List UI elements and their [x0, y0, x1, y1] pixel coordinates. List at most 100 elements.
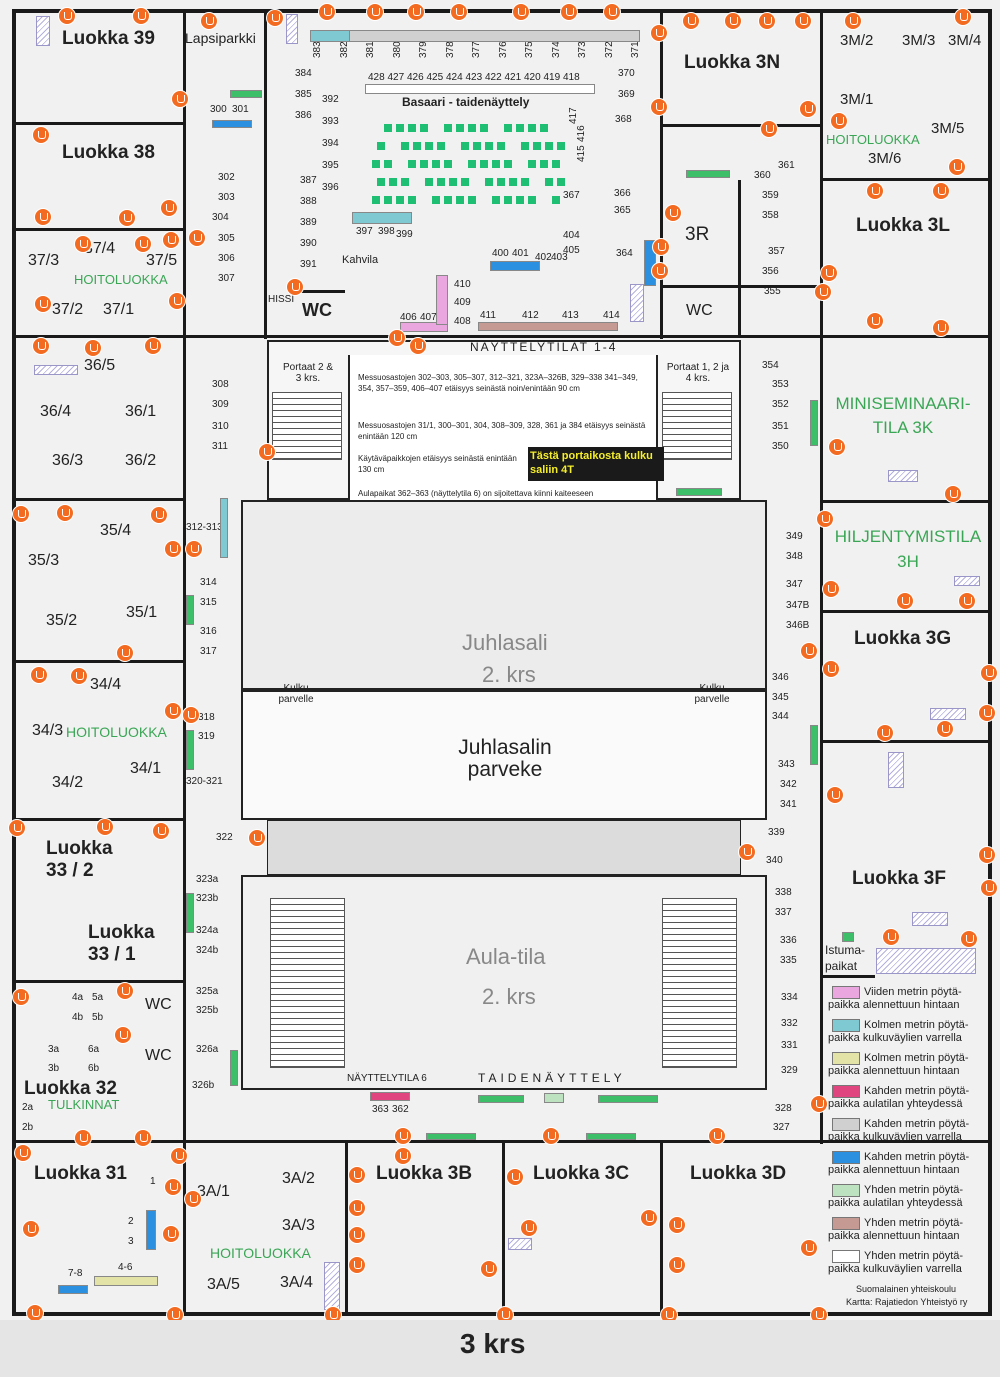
power-outlet-icon	[394, 1147, 412, 1165]
basaari-table	[432, 196, 440, 204]
power-outlet-icon	[932, 182, 950, 200]
stand-number: 347B	[786, 600, 810, 611]
stand-number: 3a	[48, 1044, 60, 1055]
legend-swatch	[832, 1019, 860, 1032]
room-tulkinnat: TULKINNAT	[48, 1097, 120, 1112]
stand-number: 342	[780, 779, 797, 790]
stand-number: 398	[378, 226, 395, 237]
stand-green-8	[676, 488, 722, 496]
power-outlet-icon	[170, 1147, 188, 1165]
power-outlet-icon	[800, 1239, 818, 1257]
power-outlet-icon	[799, 100, 817, 118]
legend-label: Kahden metrin pöytä-paikka aulatilan yht…	[828, 1085, 970, 1110]
stand-number: 322	[216, 832, 233, 843]
basaari-table	[492, 196, 500, 204]
stand-number: 334	[781, 992, 798, 1003]
stand-number: 392	[322, 94, 339, 105]
stand-green-1	[230, 90, 262, 98]
power-outlet-icon	[954, 8, 972, 26]
stand-number: 383	[312, 41, 323, 58]
stand-number: 2b	[22, 1122, 34, 1133]
stand-number: 381	[365, 41, 376, 58]
room-36-2: 36/2	[125, 452, 157, 469]
stand-number: 348	[786, 551, 803, 562]
room-luokka-33-2: Luokka 33 / 2	[46, 838, 113, 881]
stand-number: 357	[768, 246, 785, 257]
stand-number: 367	[563, 190, 580, 201]
stand-number: 409	[454, 297, 471, 308]
stand-number: 415	[576, 145, 587, 162]
stand-number: 351	[772, 421, 789, 432]
basaari-table	[557, 142, 565, 150]
basaari-table	[456, 124, 464, 132]
wall-e4	[820, 740, 992, 743]
wall-e2	[820, 500, 992, 503]
basaari-table	[545, 142, 553, 150]
basaari-table	[552, 196, 560, 204]
stand-number: 336	[780, 935, 797, 946]
stand-number: 358	[762, 210, 779, 221]
stand-number: 302	[218, 172, 235, 183]
room-37-2: 37/2	[52, 301, 84, 318]
stand-number: 422	[485, 72, 502, 83]
power-outlet-icon	[8, 819, 26, 837]
power-outlet-icon	[366, 3, 384, 21]
stand-number: 6b	[88, 1063, 100, 1074]
hatch-8	[876, 948, 976, 974]
taidenayttely-label: TAIDENÄYTTELY	[478, 1071, 626, 1085]
stand-number: 6a	[88, 1044, 100, 1055]
room-34-3: 34/3	[32, 722, 64, 739]
aula-label: Aula-tila	[466, 944, 546, 969]
basaari-table	[420, 160, 428, 168]
stand-number: 4a	[72, 992, 84, 1003]
basaari-table	[528, 196, 536, 204]
power-outlet-icon	[450, 3, 468, 21]
power-outlet-icon	[12, 505, 30, 523]
wall-w4	[12, 660, 186, 663]
stand-number: 368	[615, 114, 632, 125]
room-37-5: 37/5	[146, 252, 178, 269]
stand-number: 318	[198, 712, 215, 723]
stand-number: 419	[543, 72, 561, 83]
room-miniseminaaritila-3k: MINISEMINAARI-TILA 3K	[835, 394, 971, 437]
stand-number: 308	[212, 379, 229, 390]
basaari-table	[389, 178, 397, 186]
power-outlet-icon	[348, 1256, 366, 1274]
stand-cyan-383	[310, 30, 350, 42]
room-3m-5: 3M/5	[931, 120, 965, 137]
power-outlet-icon	[34, 208, 52, 226]
stand-number: 346	[772, 672, 789, 683]
power-outlet-icon	[14, 1144, 32, 1162]
power-outlet-icon	[116, 644, 134, 662]
stand-number: 364	[616, 248, 633, 259]
stand-number: 423	[465, 72, 483, 83]
room-3r: 3R	[685, 224, 710, 245]
portaat-right-label: Portaat 1, 2 ja 4 krs.	[666, 362, 730, 384]
hatch-5	[888, 470, 918, 482]
stand-number: 396	[322, 182, 339, 193]
stand-number: 344	[772, 711, 789, 722]
basaari-table	[509, 178, 517, 186]
power-outlet-icon	[324, 1306, 342, 1324]
power-outlet-icon	[936, 720, 954, 738]
room-3m-6: 3M/6	[868, 150, 902, 167]
basaari-table	[473, 142, 481, 150]
basaari-table	[468, 124, 476, 132]
stand-number: 347	[786, 579, 803, 590]
room-3a-1: 3A/1	[197, 1183, 230, 1200]
stand-magenta-362	[370, 1092, 410, 1101]
power-outlet-icon	[794, 12, 812, 30]
power-outlet-icon	[980, 879, 998, 897]
inner-wall-north	[12, 335, 992, 338]
stand-number: 365	[614, 205, 631, 216]
room-luokka-3n: Luokka 3N	[684, 52, 781, 73]
power-outlet-icon	[708, 1127, 726, 1145]
stand-number: 323a	[196, 874, 219, 885]
stand-number: 3b	[48, 1063, 60, 1074]
stand-number: 372	[603, 41, 615, 58]
power-outlet-icon	[164, 1178, 182, 1196]
basaari-table	[540, 124, 548, 132]
wall-w3	[12, 498, 186, 501]
basaari-table	[504, 160, 512, 168]
power-outlet-icon	[388, 329, 406, 347]
